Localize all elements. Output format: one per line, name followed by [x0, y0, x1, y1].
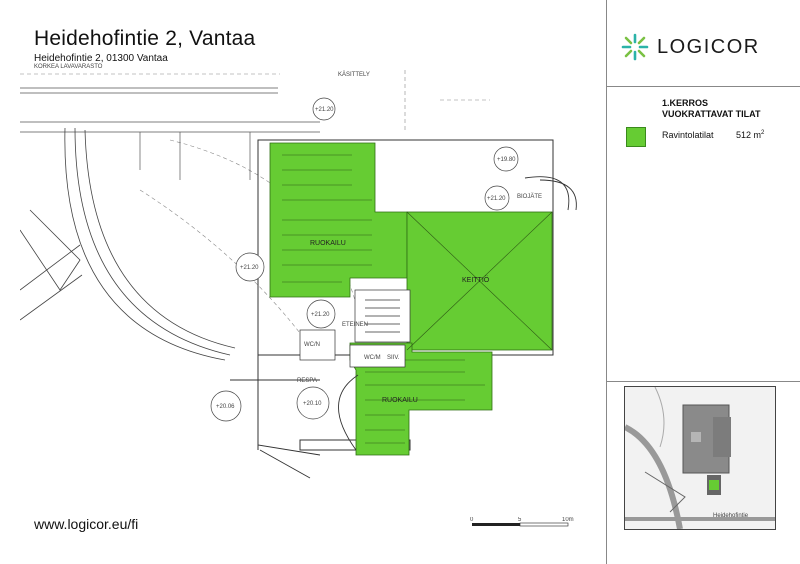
legend-area-restaurant: 512 m2 — [736, 130, 765, 140]
legend-heading-spaces: VUOKRATTAVAT TILAT — [662, 109, 761, 119]
panel-divider-bottom — [606, 381, 800, 382]
scale-tick-10: 10m — [562, 517, 574, 523]
level-label: +21.20 — [487, 196, 506, 202]
address-subtitle: Heidehofintie 2, 01300 Vantaa — [34, 53, 168, 64]
scale-bar: 0 5 10m — [470, 517, 574, 527]
website-url[interactable]: www.logicor.eu/fi — [34, 516, 139, 532]
location-marker — [709, 480, 719, 490]
room-label-dining-2: RUOKAILU — [382, 397, 418, 404]
room-label-handling: KÄSITTELY — [338, 71, 370, 78]
level-label: +21.20 — [240, 265, 259, 271]
floor-plan: RUOKAILU KEITTIÖ RUOKAILU ETEINEN RESPA … — [20, 64, 577, 479]
room-label-dining-1: RUOKAILU — [310, 240, 346, 247]
level-label: +21.20 — [315, 107, 334, 113]
legend-heading-floor: 1.KERROS — [662, 98, 709, 108]
legend-heading: 1.KERROS VUOKRATTAVAT TILAT — [662, 98, 760, 120]
logo-wordmark: LOGICOR — [657, 35, 760, 58]
room-label-storage: KORKEA LAVAVARASTO — [34, 64, 103, 70]
level-label: +19.80 — [497, 157, 516, 163]
room-label-kitchen: KEITTIÖ — [462, 276, 490, 284]
level-label: +20.10 — [303, 401, 322, 407]
door-code-label: WC/N — [304, 342, 320, 348]
legend-label-restaurant: Ravintolatilat — [662, 130, 714, 140]
scale-tick-5: 5 — [518, 517, 522, 523]
legend-swatch-restaurant — [626, 127, 646, 147]
page-title: Heidehofintie 2, Vantaa — [34, 27, 256, 50]
door-code-label: SIIV. — [387, 355, 400, 361]
door-code-label: WC/M — [364, 355, 381, 361]
room-label-reception: RESPA — [297, 378, 317, 384]
level-label: +21.20 — [311, 312, 330, 318]
panel-divider-vertical — [606, 0, 607, 564]
logicor-star-icon — [621, 33, 649, 61]
room-label-entrance: ETEINEN — [342, 322, 368, 328]
scale-tick-0: 0 — [470, 517, 474, 523]
level-label: +20.06 — [216, 404, 235, 410]
map-street-label: Heidehofintie — [713, 513, 749, 519]
logicor-logo: LOGICOR — [620, 32, 760, 62]
location-map: Heidehofintie — [624, 386, 776, 530]
room-label-biowaste: BIOJÄTE — [517, 193, 542, 200]
panel-divider-top — [606, 86, 800, 87]
location-map-drawing: Heidehofintie — [625, 387, 775, 529]
